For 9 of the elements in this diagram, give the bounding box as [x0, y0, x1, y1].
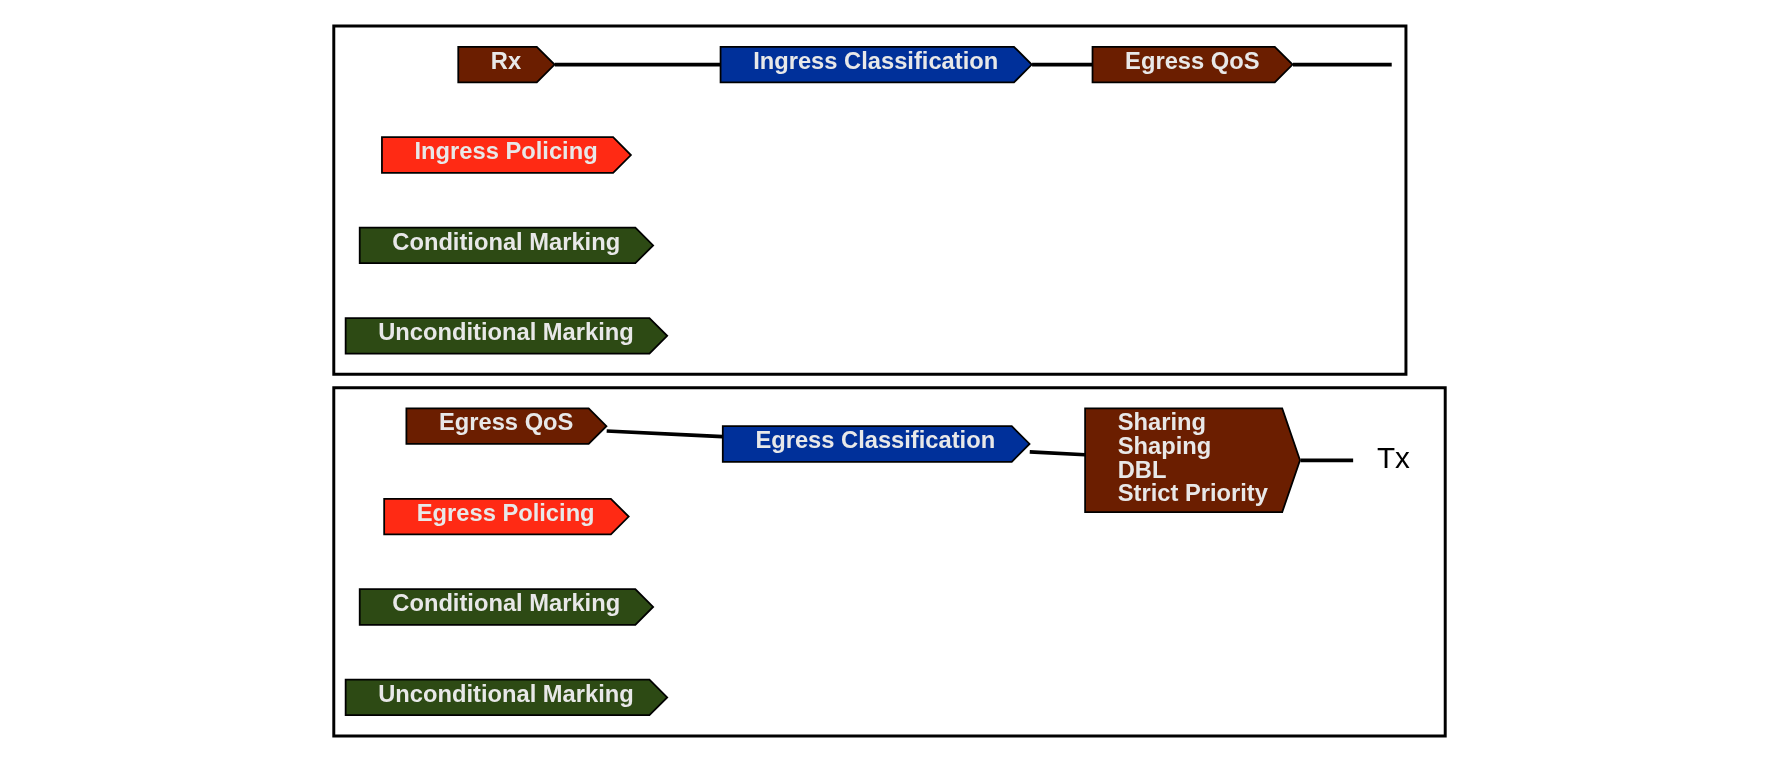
connector	[606, 429, 723, 439]
connector	[554, 62, 721, 67]
cluster	[332, 386, 1447, 738]
connector	[1292, 62, 1392, 67]
connector	[1032, 62, 1093, 67]
connector	[1300, 458, 1354, 463]
connector	[1029, 450, 1086, 457]
node-text: Tx	[1376, 440, 1410, 474]
cluster	[332, 24, 1408, 376]
